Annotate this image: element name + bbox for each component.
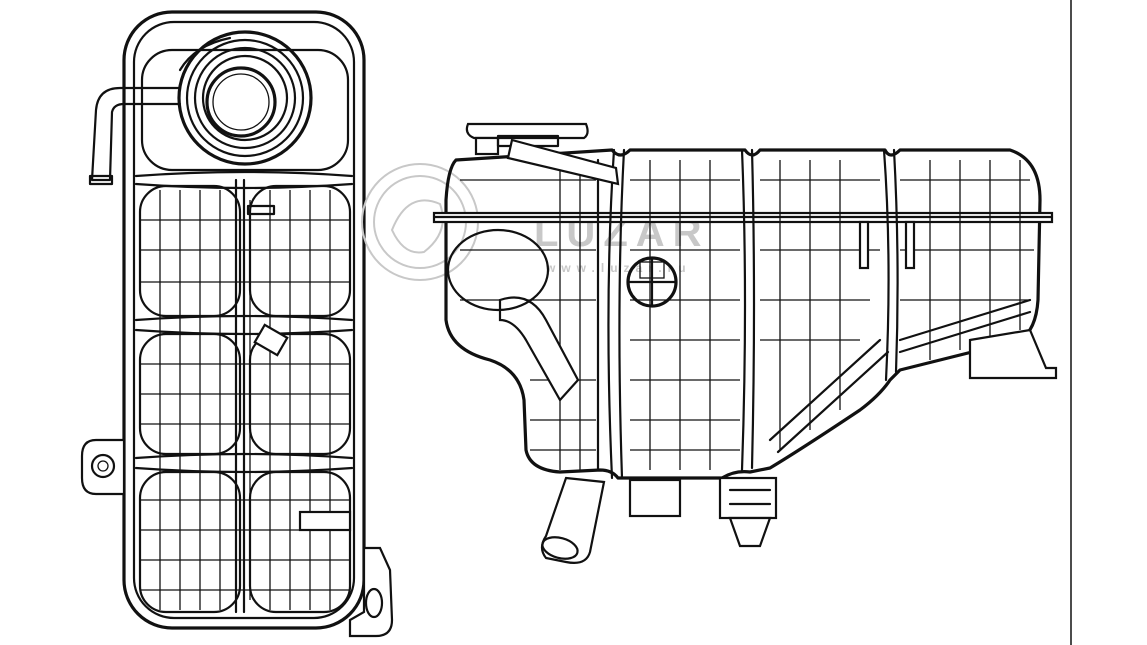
mounting-tab-left xyxy=(80,438,126,496)
mounting-bracket-right xyxy=(968,328,1058,380)
fitting-bottom xyxy=(718,476,778,548)
hose-inlet xyxy=(90,86,182,182)
tank-top-view xyxy=(80,10,394,638)
side-body-outline xyxy=(444,148,1042,480)
mounting-tab-right xyxy=(348,546,394,638)
level-window xyxy=(626,256,678,308)
filler-cap xyxy=(177,30,313,166)
side-filler-cap xyxy=(465,122,589,156)
breather-hose xyxy=(506,138,620,186)
tank-outer-shell xyxy=(122,10,366,630)
tank-side-view xyxy=(432,122,1058,564)
outlet-pipe-bottom xyxy=(540,476,606,564)
inlet-hose-left xyxy=(498,296,580,402)
